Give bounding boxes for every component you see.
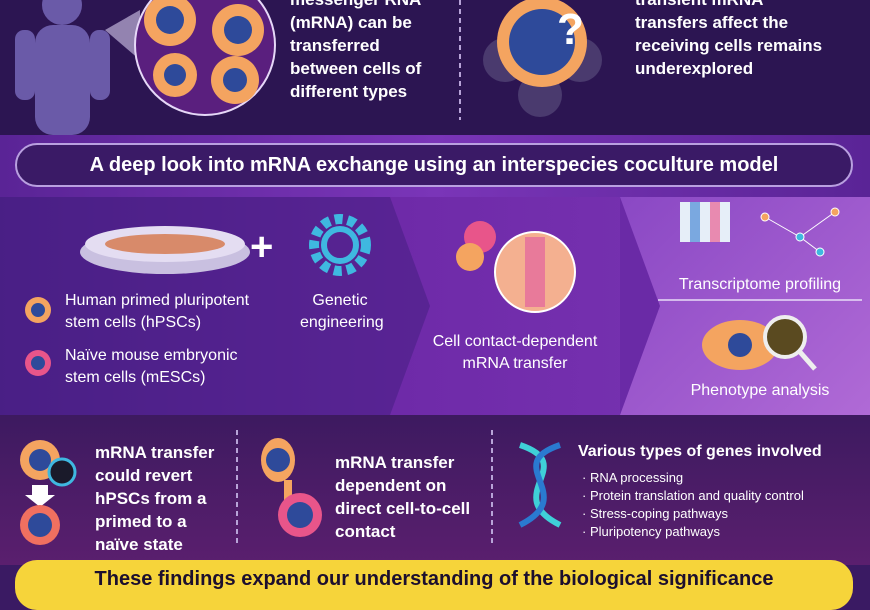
dna-helix-icon — [518, 442, 562, 528]
bottom-illustrations — [20, 430, 562, 545]
genes-list: RNA processing Protein translation and q… — [582, 469, 804, 541]
petri-dish-icon — [80, 226, 250, 274]
text-line: naïve state — [95, 535, 183, 554]
text-line: underexplored — [635, 59, 754, 78]
magnifier-cell-icon — [702, 315, 817, 371]
section-title: A deep look into mRNA exchange using an … — [15, 143, 853, 187]
plus-icon: + — [250, 225, 274, 269]
primed-cell-icon — [20, 440, 77, 487]
list-item: RNA processing — [582, 469, 804, 487]
text-line: primed to a — [95, 512, 187, 531]
transcriptome-label: Transcriptome profiling — [678, 276, 842, 293]
human-silhouette-icon — [15, 0, 110, 135]
list-item: Protein translation and quality control — [582, 487, 804, 505]
genes-title: Various types of genes involved — [578, 443, 822, 460]
text-line: stem cells (hPSCs) — [65, 314, 202, 331]
cell-contact-icon — [456, 221, 576, 313]
list-item: Stress-coping pathways — [582, 505, 804, 523]
cell-cluster-icon — [483, 0, 602, 117]
text-line: transfers affect the — [635, 13, 789, 32]
heatmap-icon — [680, 202, 730, 242]
text-line: receiving cells remains — [635, 36, 823, 55]
hpsc-cell-icon — [25, 297, 51, 323]
text-line: could revert — [95, 466, 193, 485]
text-line: engineering — [300, 314, 384, 331]
contact-text: mRNA transfer dependent on direct cell-t… — [335, 451, 470, 543]
text-line: contact — [335, 522, 396, 541]
text-line: (mRNA) can be — [290, 13, 412, 32]
arrow-down-icon — [25, 485, 55, 507]
text-line: dependent on — [335, 476, 447, 495]
text-line: transferred — [290, 36, 380, 55]
text-line: Genetic — [312, 292, 368, 309]
hpsc-label: Human primed pluripotent stem cells (hPSC… — [65, 290, 249, 334]
mesc-cell-icon — [25, 350, 51, 376]
text-line: different types — [290, 82, 408, 101]
analysis-panel — [620, 197, 870, 415]
text-line: messenger RNA — [290, 0, 421, 11]
text-line: Naïve mouse embryonic — [65, 347, 238, 364]
top-illustrations — [15, 0, 602, 135]
text-line: Cell contact-dependent — [432, 333, 598, 350]
text-line: mRNA transfer — [95, 443, 215, 462]
contact-cells-icon — [261, 438, 322, 537]
text-line: mRNA transfer — [335, 453, 455, 472]
text-line: stem cells (mESCs) — [65, 369, 206, 386]
text-line: transient mRNA — [635, 0, 822, 11]
genetic-engineering-label: Genetic engineering — [300, 290, 384, 334]
text-line: mRNA transfer — [462, 355, 568, 372]
gear-icon — [309, 214, 371, 276]
list-item: Pluripotency pathways — [582, 523, 804, 541]
top-right-text: transient mRNA transfers affect the rece… — [635, 0, 822, 80]
text-line: direct cell-to-cell — [335, 499, 471, 518]
cells-magnified-icon — [134, 0, 276, 116]
naive-cell-icon — [20, 505, 60, 545]
transfer-label: Cell contact-dependent mRNA transfer — [415, 331, 615, 375]
top-left-text: messenger RNA (mRNA) can be transferred … — [290, 0, 421, 103]
text-line: hPSCs from a — [95, 489, 207, 508]
phenotype-label: Phenotype analysis — [690, 382, 830, 399]
question-mark-icon: ? — [557, 5, 584, 54]
revert-text: mRNA transfer could revert hPSCs from a … — [95, 441, 214, 556]
middle-illustrations — [0, 197, 862, 415]
mesc-label: Naïve mouse embryonic stem cells (mESCs) — [65, 345, 238, 389]
conclusion-banner: These findings expand our understanding … — [15, 560, 853, 610]
text-line: Human primed pluripotent — [65, 292, 250, 309]
text-line: between cells of — [290, 59, 422, 78]
network-icon — [760, 207, 840, 257]
